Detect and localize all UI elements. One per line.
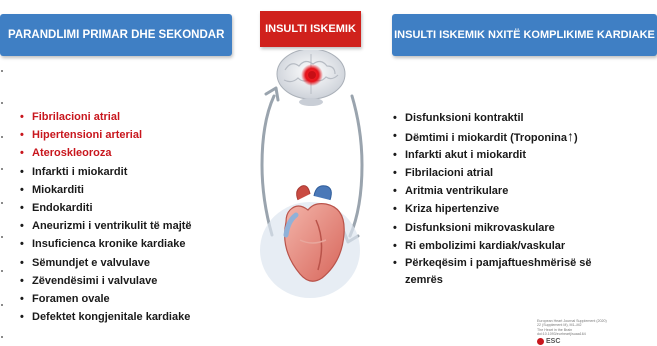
- cardiac-complication-item: Ri embolizimi kardiak/vaskular: [393, 237, 620, 255]
- risk-factor-item: Foramen ovale: [20, 290, 192, 308]
- ischemic-stroke-title: INSULTI ISKEMIK: [260, 11, 361, 47]
- right-header-label: INSULTI ISKEMIK NXITË KOMPLIKIME KARDIAK…: [394, 29, 655, 41]
- risk-factor-item: Defektet kongjenitale kardiake: [20, 308, 192, 326]
- risk-factor-item: Insuficienca kronike kardiake: [20, 235, 192, 253]
- cardiac-complications-header: INSULTI ISKEMIK NXITË KOMPLIKIME KARDIAK…: [392, 14, 657, 56]
- cardiac-complication-item: Dëmtimi i miokardit (Troponina↑): [393, 127, 620, 145]
- esc-logo-label: ESC: [546, 337, 561, 345]
- risk-factor-list: Fibrilacioni atrialHipertensioni arteria…: [20, 108, 192, 326]
- cardiac-complication-item: Kriza hipertenzive: [393, 200, 620, 218]
- risk-factor-item: Zëvendësimi i valvulave: [20, 272, 192, 290]
- citation-line: European Heart Journal Supplement (2020)…: [537, 319, 607, 328]
- risk-factor-item: Fibrilacioni atrial: [20, 108, 192, 126]
- primary-secondary-prevention-header: PARANDLIMI PRIMAR DHE SEKONDAR: [0, 14, 232, 56]
- risk-factor-item: Aneurizmi i ventrikulit të majtë: [20, 217, 192, 235]
- increase-arrow-icon: ↑: [566, 128, 574, 145]
- left-header-label: PARANDLIMI PRIMAR DHE SEKONDAR: [8, 29, 225, 41]
- citation-line: doi:10.1093/eurheartj/suaa164: [537, 332, 586, 337]
- cardiac-complication-list: Disfunksioni kontraktilDëmtimi i miokard…: [393, 109, 620, 289]
- cardiac-complication-item: Disfunksioni kontraktil: [393, 109, 620, 127]
- circular-arrows-icon: [260, 86, 364, 244]
- risk-factor-item: Hipertensioni arterial: [20, 126, 192, 144]
- esc-logo: ESC: [537, 337, 607, 345]
- risk-factor-item: Miokarditi: [20, 181, 192, 199]
- esc-logo-icon: [537, 337, 544, 345]
- center-title-label: INSULTI ISKEMIK: [265, 23, 356, 35]
- citation-line: The Heart in the Brain: [537, 327, 573, 332]
- cardiac-complication-item: Fibrilacioni atrial: [393, 164, 620, 182]
- left-edge-dots: [1, 60, 3, 340]
- risk-factor-item: Infarkti i miokardit: [20, 163, 192, 181]
- cardiac-complication-item: Disfunksioni mikrovaskulare: [393, 219, 620, 237]
- stroke-heart-cycle-diagram: [260, 50, 364, 298]
- cardiac-complication-item: Përkeqësim i pamjaftueshmërisë së zemrës: [393, 255, 620, 289]
- heart-icon: [260, 185, 360, 298]
- risk-factor-item: Sëmundjet e valvulave: [20, 254, 192, 272]
- cardiac-complication-item: Infarkti akut i miokardit: [393, 146, 620, 164]
- cardiac-complication-item: Aritmia ventrikulare: [393, 182, 620, 200]
- brain-icon: [276, 50, 346, 106]
- risk-factor-item: Endokarditi: [20, 199, 192, 217]
- complication-label: Dëmtimi i miokardit (Troponina: [405, 132, 567, 145]
- esc-citation: European Heart Journal Supplement (2020)…: [537, 319, 607, 345]
- risk-factor-item: Ateroskleoroza: [20, 144, 192, 162]
